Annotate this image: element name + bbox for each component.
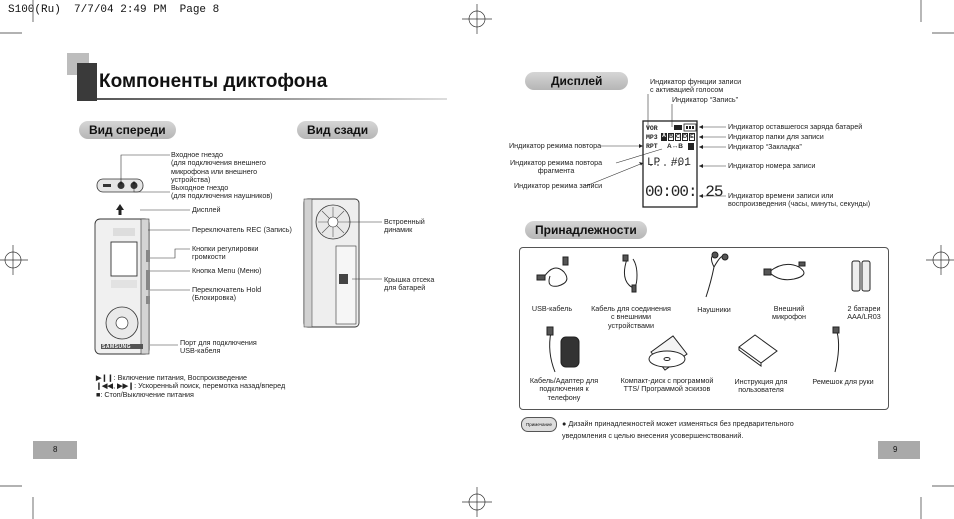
lcd-folder-b: B xyxy=(668,133,674,141)
strap-icon xyxy=(832,326,840,373)
accessory-external-microphone: Внешний микрофон xyxy=(772,304,806,322)
accessory-connection-cable: Кабель для соединения с внешними устройс… xyxy=(591,304,671,330)
label-rec-switch: Переключатель REC (Запись) xyxy=(192,225,292,234)
lcd-mp3: MP3 xyxy=(646,134,658,141)
manual-icon xyxy=(738,334,778,367)
label-speaker: Встроенный динамик xyxy=(384,217,425,235)
label-battery-cover: Крышка отсека для батарей xyxy=(384,275,435,293)
accessory-usb-cable: USB-кабель xyxy=(531,304,573,313)
accessory-cd: Компакт-диск с программой TTS/ Программо… xyxy=(620,376,714,394)
accessory-batteries: 2 батареи AAA/LR03 xyxy=(847,304,881,322)
print-header: S100(Ru) 7/7/04 2:49 PM Page 8 xyxy=(8,4,220,16)
play-pause-icon: ▶❙❙ xyxy=(96,373,114,382)
label-track-number-indicator: Индикатор номера записи xyxy=(728,161,816,170)
lcd-folder-d: D xyxy=(682,133,688,141)
label-hold-switch: Переключатель Hold (Блокировка) xyxy=(192,285,262,303)
label-display: Дисплей xyxy=(192,205,221,214)
lcd-track-number: #01 xyxy=(671,157,691,169)
lcd-folders: A B C D E xyxy=(661,133,695,141)
lcd-rpt: RPT xyxy=(646,143,658,150)
usb-cable-icon xyxy=(536,256,569,287)
lcd-folder-a: A xyxy=(661,133,667,141)
accessory-strap: Ремешок для руки xyxy=(812,377,874,386)
microphone-icon xyxy=(763,261,806,281)
lcd-vor: VOR xyxy=(646,125,658,132)
lcd-bookmark-icon xyxy=(688,143,694,150)
label-battery-indicator: Индикатор оставшегося заряда батарей xyxy=(728,122,863,131)
label-output-jack: Выходное гнездо (для подключения наушник… xyxy=(171,183,273,201)
page-bar-left xyxy=(33,441,77,459)
label-record-mode: Индикатор режима записи xyxy=(514,181,603,190)
label-rec-indicator: Индикатор “Запись” xyxy=(672,95,739,104)
note-text: ● Дизайн принадлежностей может изменятьс… xyxy=(562,419,794,440)
title-square-dark xyxy=(77,63,97,101)
lcd-folder-c: C xyxy=(675,133,681,141)
accessory-manual: Инструкция для пользователя xyxy=(734,377,788,395)
phone-adapter-icon xyxy=(546,326,580,373)
batteries-icon xyxy=(851,260,871,292)
accessories-illustrations xyxy=(536,251,871,373)
lcd-time: 00:00: 25 xyxy=(645,183,723,201)
lcd-lp: LP xyxy=(647,157,661,169)
page-bar-right xyxy=(878,441,920,459)
connection-cable-icon xyxy=(622,254,638,293)
page-title: Компоненты диктофона xyxy=(99,71,328,92)
note-badge: Примечание xyxy=(521,417,557,432)
accessory-phone-adapter: Кабель/Адаптер для подключения к телефон… xyxy=(529,376,599,402)
label-menu-button: Кнопка Menu (Меню) xyxy=(192,266,262,275)
legend-item-seek: ❙◀◀, ▶▶❙: Ускоренный поиск, перемотка на… xyxy=(96,381,286,391)
lcd-ab: A↔B xyxy=(667,143,683,150)
back-device-illustration xyxy=(303,198,360,328)
device-brand: SAMSUNG xyxy=(102,344,132,350)
cd-icon xyxy=(648,335,688,371)
button-legend: ▶❙❙: Включение питания, Воспроизведение … xyxy=(96,373,286,399)
label-repeat-fragment: Индикатор режима повтора фрагмента xyxy=(510,158,603,176)
page-number-right: 9 xyxy=(893,445,898,454)
rewind-icon: ❙◀◀ xyxy=(96,381,114,391)
label-volume-buttons: Кнопки регулировки громкости xyxy=(192,244,259,262)
tab-accessories: Принадлежности xyxy=(525,221,647,239)
label-folder-indicator: Индикатор папки для записи xyxy=(728,132,824,141)
lcd-folder-e: E xyxy=(689,133,695,141)
label-input-jack: Входное гнездо (для подключения внешнего… xyxy=(171,150,266,185)
tab-front-view: Вид спереди xyxy=(79,121,176,139)
label-repeat-mode: Индикатор режима повтора xyxy=(509,141,602,150)
stop-icon: ■ xyxy=(96,389,101,399)
tab-back-view: Вид сзади xyxy=(297,121,379,139)
front-device-illustration xyxy=(94,178,150,355)
label-usb-port: Порт для подключения USB-кабеля xyxy=(180,338,257,356)
page-number-left: 8 xyxy=(53,445,58,454)
title-underline xyxy=(97,98,447,100)
legend-item-stop: ■: Стоп/Выключение питания xyxy=(96,389,194,399)
fast-forward-icon: ▶▶❙ xyxy=(117,381,135,391)
tab-display: Дисплей xyxy=(525,72,629,90)
accessories-box xyxy=(519,247,889,410)
label-time-indicator: Индикатор времени записи или воспроизвед… xyxy=(728,191,871,209)
accessory-earphones: Наушники xyxy=(697,305,731,314)
label-vor-indicator: Индикатор функции записи с активацией го… xyxy=(650,77,742,95)
label-bookmark-indicator: Индикатор “Закладка” xyxy=(728,142,802,151)
lcd-screen xyxy=(642,120,698,208)
earphones-icon xyxy=(705,251,729,298)
legend-item-play: ▶❙❙: Включение питания, Воспроизведение xyxy=(96,373,248,382)
